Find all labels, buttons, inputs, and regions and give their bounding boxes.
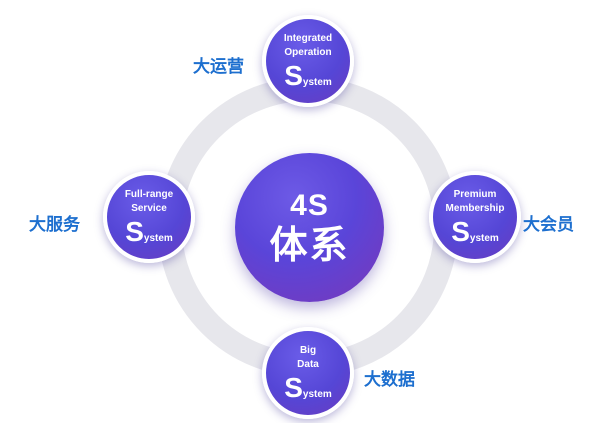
node-premium-membership: Premium Membership System xyxy=(429,171,521,263)
node-system-text: System xyxy=(284,371,332,403)
node-full-range-service: Full-range Service System xyxy=(103,171,195,263)
node-system-text: System xyxy=(451,215,499,247)
node-line1: Premium xyxy=(453,188,497,200)
label-da-huiyuan: 大会员 xyxy=(523,215,574,235)
node-line2: Service xyxy=(131,202,167,214)
node-system-text: System xyxy=(125,215,173,247)
center-circle: 4S 体系 xyxy=(235,153,384,302)
node-line2: Data xyxy=(297,358,319,370)
label-da-shuju: 大数据 xyxy=(364,370,415,390)
label-da-yunying: 大运营 xyxy=(193,57,244,77)
node-big-data: Big Data System xyxy=(262,327,354,419)
node-line1: Full-range xyxy=(124,188,174,200)
node-line2: Membership xyxy=(445,202,505,214)
node-line2: Operation xyxy=(284,46,332,58)
node-line1: Big xyxy=(299,344,317,356)
label-da-fuwu: 大服务 xyxy=(29,215,80,235)
node-line1: Integrated xyxy=(283,32,333,44)
center-title: 4S xyxy=(290,188,329,222)
node-integrated-operation: Integrated Operation System xyxy=(262,15,354,107)
center-subtitle: 体系 xyxy=(269,222,350,267)
node-system-text: System xyxy=(284,59,332,91)
